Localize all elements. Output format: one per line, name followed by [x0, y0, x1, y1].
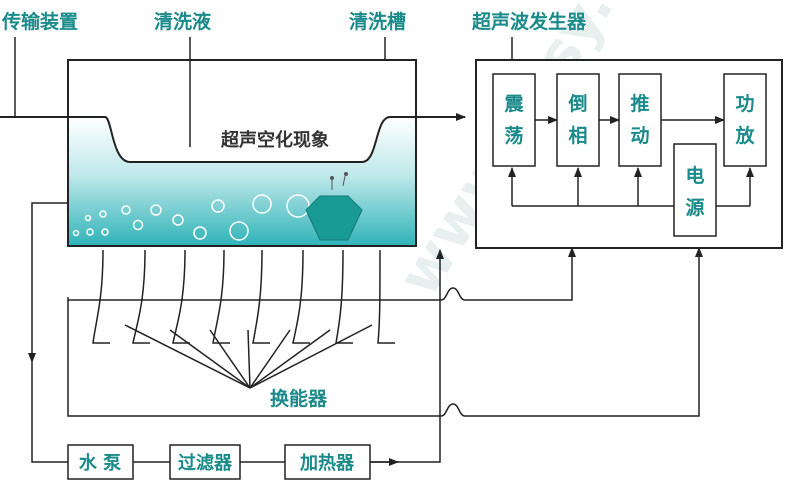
cavitation-label: 超声空化现象: [221, 129, 329, 151]
pump-label: 水 泵: [79, 452, 121, 474]
driver-block: [618, 73, 662, 167]
heater-label: 加热器: [299, 452, 355, 474]
cavitation-bubbles: [72, 194, 310, 241]
power-bus: [508, 167, 754, 207]
pump-box: [67, 444, 134, 480]
driver-char-2: 动: [630, 125, 649, 147]
power-supply-block: [673, 143, 717, 237]
power-supply-char-2: 源: [685, 196, 704, 219]
transducer-pointers: [124, 324, 373, 389]
conveyor-path: [0, 113, 466, 163]
oscillator-char-1: 震: [504, 93, 524, 115]
conveyor-label: 传输装置: [1, 10, 78, 33]
filter-label: 过滤器: [178, 452, 233, 474]
circulation-return: [31, 362, 398, 463]
driver-char-1: 推: [630, 92, 649, 115]
oscillator-char-2: 荡: [504, 124, 523, 147]
phase-inverter-char-1: 倒: [567, 92, 587, 115]
workpiece: [305, 195, 363, 241]
circulation-line: [28, 202, 68, 363]
signal-wire-lower: [67, 247, 703, 417]
spark-marks: [330, 172, 348, 190]
heater-box: [284, 444, 371, 480]
signal-wire-upper: [67, 247, 576, 301]
cleaning-tank: [67, 59, 417, 247]
generator-label: 超声波发生器: [471, 10, 587, 33]
power-amp-char-2: 放: [734, 124, 755, 147]
transducer-elements: [92, 249, 395, 344]
cleaning-tank-label: 清洗槽: [349, 10, 406, 33]
filter-box: [169, 444, 241, 480]
circulation-return-up: [398, 249, 444, 463]
oscillator-block: [492, 73, 536, 167]
power-supply-char-1: 电: [685, 164, 704, 187]
power-amp-char-1: 功: [735, 93, 754, 115]
phase-inverter-block: [556, 73, 600, 167]
phase-inverter-char-2: 相: [568, 125, 587, 147]
cleaning-liquid-label: 清洗液: [154, 10, 212, 33]
power-amp-block: [723, 73, 767, 167]
transducer-label: 换能器: [270, 387, 328, 410]
